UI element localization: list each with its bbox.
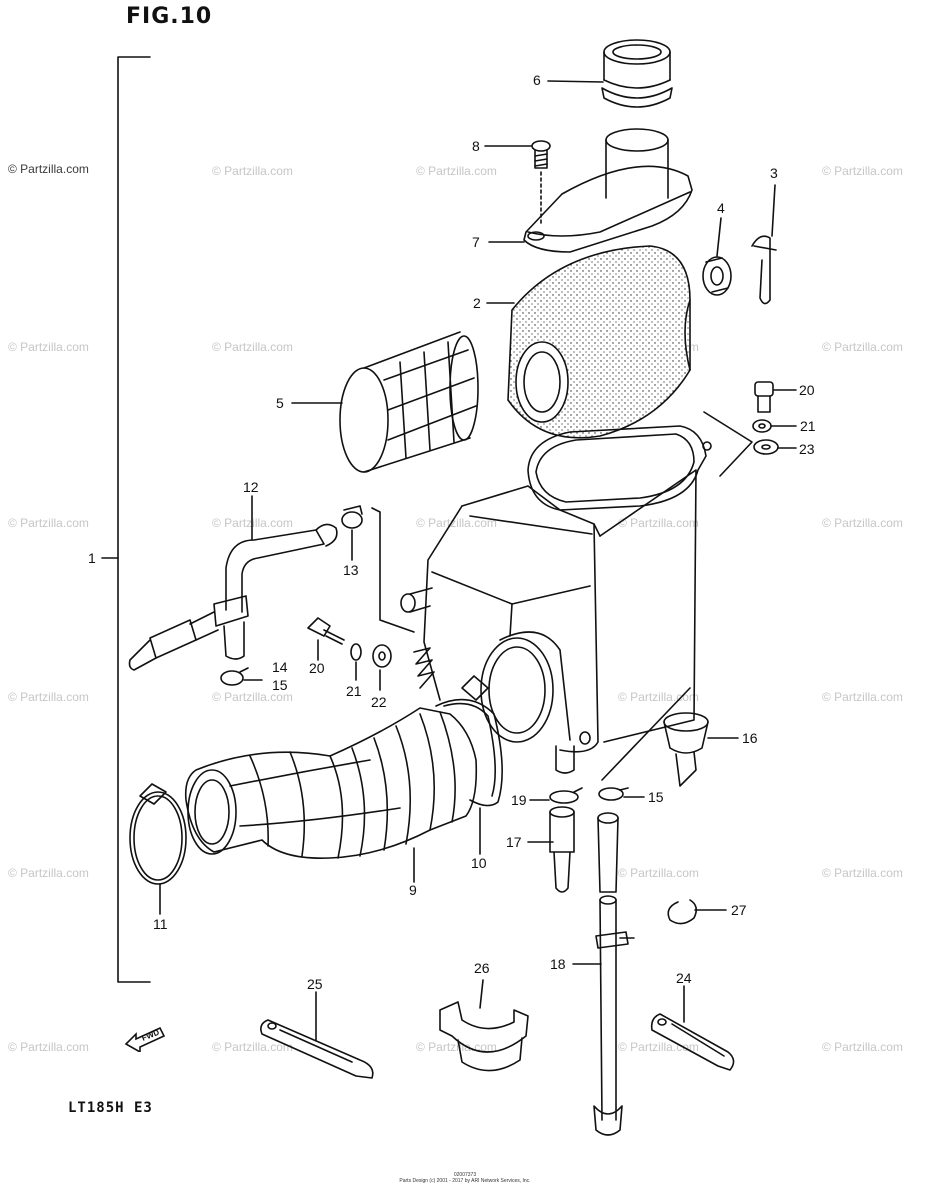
bolt-part-20	[754, 381, 774, 413]
watermark: © Partzilla.com	[8, 340, 89, 354]
part-number-label: 23	[799, 441, 815, 457]
intake-boot-part-6	[601, 39, 673, 108]
copyright-footer: 02007373 Parts Design (c) 2001 - 2017 by…	[350, 1172, 580, 1184]
model-code: LT185H E3	[68, 1100, 153, 1116]
leader-line	[547, 80, 604, 83]
part-number-label: 26	[474, 960, 490, 976]
clamp-part-13	[341, 505, 363, 529]
watermark: © Partzilla.com	[212, 1040, 293, 1054]
part-number-label: 3	[770, 165, 778, 181]
assembly-bracket	[117, 56, 151, 983]
drain-cap-part-16	[663, 712, 709, 787]
strap-part-25	[260, 1019, 374, 1079]
part-number-label: 7	[472, 234, 480, 250]
washer-part-22	[372, 644, 392, 668]
bolt-part-20-left	[307, 617, 345, 645]
leader-line	[771, 184, 776, 237]
watermark: © Partzilla.com	[8, 516, 89, 530]
leader-line	[703, 411, 753, 477]
part-number-label: 13	[343, 562, 359, 578]
washer-part-21-left	[350, 643, 362, 661]
drain-tube-part-17	[549, 806, 575, 893]
part-number-label: 2	[473, 295, 481, 311]
part-number-label: 24	[676, 970, 692, 986]
watermark: © Partzilla.com	[416, 516, 497, 530]
part-number-label: 15	[648, 789, 664, 805]
part-number-label: 21	[800, 418, 816, 434]
part-number-label: 21	[346, 683, 362, 699]
part-number-label: 1	[88, 550, 96, 566]
part-number-label: 11	[153, 916, 168, 932]
part-number-label: 16	[742, 730, 758, 746]
leader-line	[601, 687, 691, 781]
leader-line	[479, 979, 484, 1009]
part-number-label: 6	[533, 72, 541, 88]
hose-clamp-part-14	[220, 667, 249, 686]
part-number-label: 5	[276, 395, 284, 411]
breather-hose-part-12	[128, 523, 338, 671]
part-number-label: 9	[409, 882, 417, 898]
air-cleaner-case-part-1	[400, 425, 712, 774]
screw-part-8	[531, 140, 551, 169]
watermark: © Partzilla.com	[212, 164, 293, 178]
part-number-label: 20	[309, 660, 325, 676]
clamp-band-part-10	[435, 675, 503, 807]
clip-part-3	[751, 235, 777, 305]
footer-copyright: Parts Design (c) 2001 - 2017 by ARI Netw…	[399, 1178, 531, 1184]
washer-part-21	[752, 419, 772, 433]
part-number-label: 10	[471, 855, 487, 871]
part-number-label: 17	[506, 834, 522, 850]
watermark: © Partzilla.com	[8, 1040, 89, 1054]
watermark: © Partzilla.com	[212, 340, 293, 354]
watermark: © Partzilla.com	[822, 1040, 903, 1054]
element-cage-part-5	[339, 331, 479, 473]
spring-clip	[413, 647, 435, 689]
part-number-label: 25	[307, 976, 323, 992]
part-number-label: 15	[272, 677, 288, 693]
watermark: © Partzilla.com	[822, 164, 903, 178]
foam-filter-element-part-2	[507, 245, 691, 439]
washer-part-23	[753, 439, 779, 455]
part-number-label: 12	[243, 479, 259, 495]
part-number-label: 19	[511, 792, 527, 808]
watermark: © Partzilla.com	[8, 162, 89, 176]
watermark: © Partzilla.com	[618, 866, 699, 880]
part-number-label: 18	[550, 956, 566, 972]
footer-code: 02007373	[453, 1172, 477, 1178]
clip-part-27	[667, 899, 698, 925]
part-number-label: 27	[731, 902, 747, 918]
watermark: © Partzilla.com	[212, 690, 293, 704]
clamp-part-15-right	[598, 787, 629, 801]
watermark: © Partzilla.com	[822, 340, 903, 354]
part-number-label: 8	[472, 138, 480, 154]
watermark: © Partzilla.com	[822, 690, 903, 704]
clamp-part-19	[549, 787, 583, 804]
leader-line	[371, 507, 415, 633]
hose-clamp-part-11	[129, 783, 187, 885]
intake-tube-part-9	[184, 707, 478, 859]
part-number-label: 22	[371, 694, 387, 710]
grommet-part-4	[702, 256, 732, 296]
watermark: © Partzilla.com	[8, 690, 89, 704]
figure-title: FIG.10	[126, 4, 213, 29]
air-cleaner-cap-part-7	[523, 128, 693, 253]
forward-arrow-icon: FWD	[124, 1026, 166, 1052]
part-number-label: 4	[717, 200, 725, 216]
part-number-label: 14	[272, 659, 288, 675]
watermark: © Partzilla.com	[8, 866, 89, 880]
part-number-label: 20	[799, 382, 815, 398]
strap-part-24	[650, 1013, 735, 1071]
watermark: © Partzilla.com	[822, 516, 903, 530]
watermark: © Partzilla.com	[618, 516, 699, 530]
drain-hose-part-18	[593, 812, 635, 1136]
watermark: © Partzilla.com	[822, 866, 903, 880]
watermark: © Partzilla.com	[416, 164, 497, 178]
leader-line	[716, 217, 722, 257]
watermark: © Partzilla.com	[618, 1040, 699, 1054]
bracket-clamp-part-26	[439, 1001, 529, 1072]
